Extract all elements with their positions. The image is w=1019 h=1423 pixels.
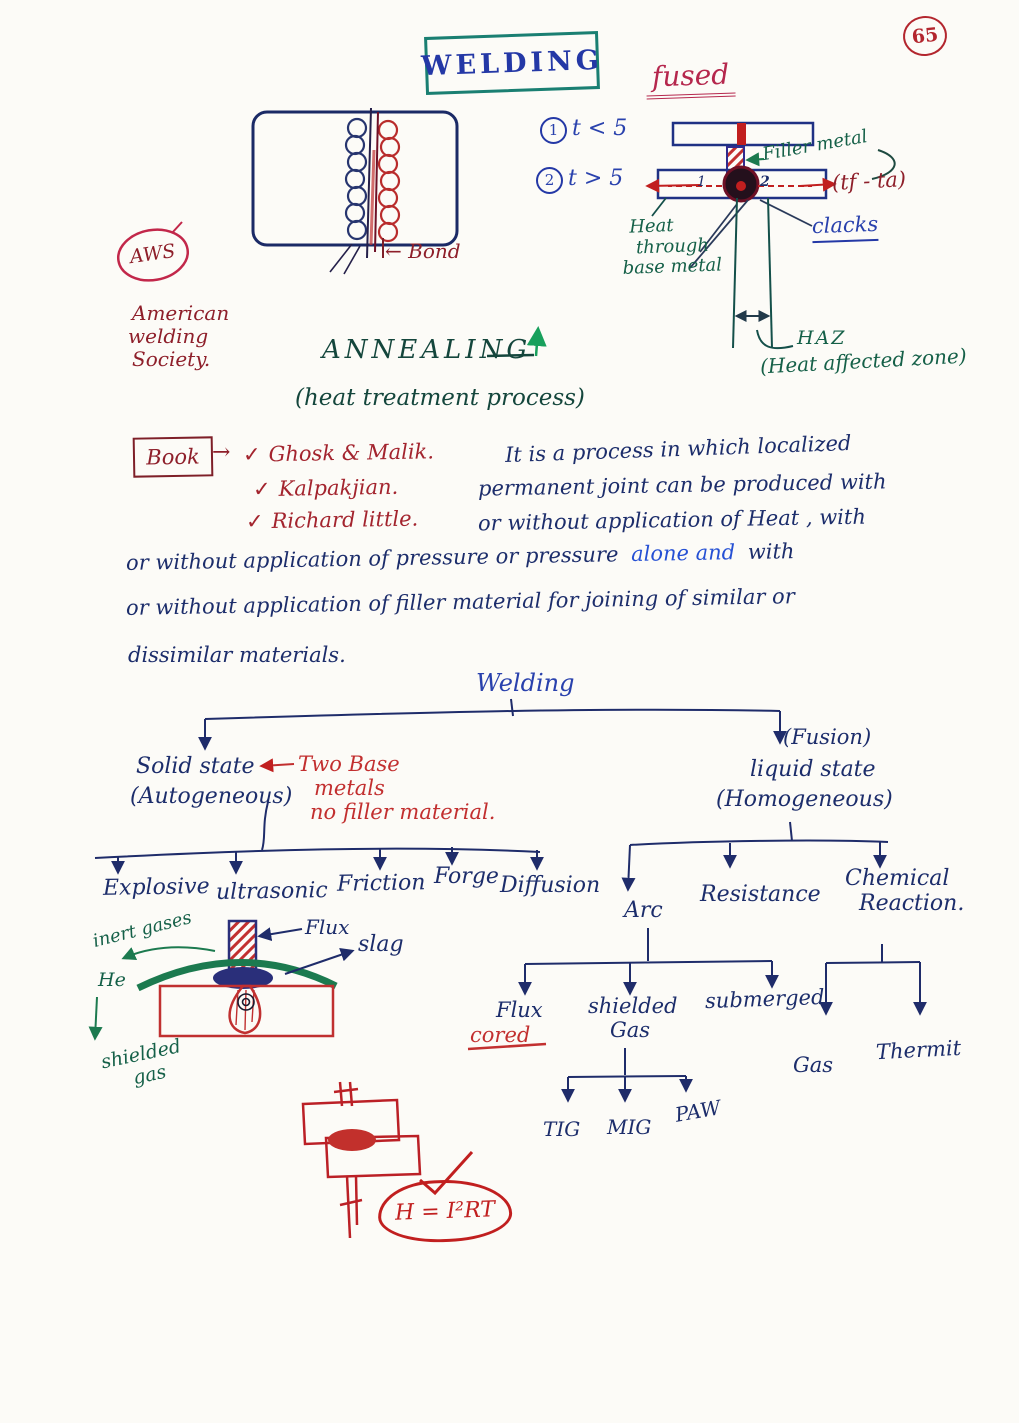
check-icon: ✓ bbox=[252, 476, 271, 502]
two-base-metals-note: Two Base metals no filler material. bbox=[298, 752, 496, 825]
tree-leaf-flux: Flux bbox=[496, 998, 543, 1022]
definition-line-6: dissimilar materials. bbox=[128, 643, 346, 667]
fused-heading: fused bbox=[645, 58, 736, 100]
tree-leaf-explosive: Explosive bbox=[102, 874, 210, 901]
bar-mark-2: 2 bbox=[760, 174, 770, 190]
book-item-3: ✓Richard little. bbox=[245, 506, 419, 534]
bond-diagram bbox=[251, 107, 459, 275]
book-item-2: ✓Kalpakjian. bbox=[252, 474, 399, 502]
fusion-label: (Fusion) bbox=[783, 725, 872, 749]
tree-node-arc: Arc bbox=[624, 898, 663, 923]
book-arrow: → bbox=[212, 440, 231, 465]
tree-node-resistance: Resistance bbox=[700, 882, 821, 907]
tree-leaf-mig: MIG bbox=[607, 1115, 652, 1139]
tree-root-label: Welding bbox=[476, 669, 575, 697]
tree-leaf-cored: cored bbox=[470, 1023, 531, 1047]
arc-welding-diagram bbox=[88, 919, 355, 1041]
fusion-diagram bbox=[645, 121, 896, 350]
bar-mark-1: 1 bbox=[697, 174, 706, 190]
aws-full: American welding Society. bbox=[128, 301, 230, 371]
circled-2: 2 bbox=[536, 167, 563, 195]
annealing-subtitle: (heat treatment process) bbox=[295, 385, 585, 411]
cracks-label: clacks bbox=[811, 211, 879, 244]
page-title-box: WELDING bbox=[421, 30, 603, 96]
bond-label: ← Bond bbox=[385, 239, 461, 263]
inserted-words: alone and bbox=[630, 540, 736, 567]
check-icon: ✓ bbox=[242, 442, 261, 467]
tree-leaf-friction: Friction bbox=[336, 870, 426, 897]
homogeneous-label: (Homogeneous) bbox=[716, 787, 893, 812]
flux-label: Flux bbox=[305, 915, 350, 939]
haz-label: HAZ bbox=[797, 327, 847, 349]
liquid-state-label: liquid state bbox=[750, 757, 876, 782]
tree-leaf-diffusion: Diffusion bbox=[500, 873, 601, 898]
tf-ta-label: (tf - ta) bbox=[831, 167, 907, 195]
book-item-1: ✓Ghosk & Malik. bbox=[242, 439, 435, 467]
helium-label: He bbox=[98, 969, 126, 991]
solid-state-label: Solid state bbox=[136, 754, 255, 779]
tree-leaf-gas: Gas bbox=[793, 1053, 834, 1077]
aws-circle bbox=[117, 221, 189, 282]
slag-label: slag bbox=[358, 932, 404, 957]
tree-leaf-thermit: Thermit bbox=[875, 1035, 962, 1065]
tree-leaf-tig: TIG bbox=[543, 1117, 581, 1141]
circled-1: 1 bbox=[540, 117, 567, 145]
page-title: WELDING bbox=[420, 44, 604, 82]
check-icon: ✓ bbox=[245, 509, 264, 534]
autogeneous-label: (Autogeneous) bbox=[130, 784, 293, 809]
tree-leaf-submerged: submerged bbox=[704, 984, 825, 1014]
heat-through-label: Heat through base metal bbox=[622, 215, 723, 280]
tree-leaf-ultrasonic: ultrasonic bbox=[215, 878, 328, 905]
annealing-title: ANNEALING bbox=[322, 335, 532, 365]
book-box: Book bbox=[132, 436, 214, 478]
annealing-arrow bbox=[486, 326, 547, 358]
tree-connectors bbox=[94, 698, 927, 1103]
tree-node-chemical: Chemical Reaction. bbox=[845, 866, 965, 917]
tree-leaf-forge: Forge bbox=[434, 864, 499, 889]
tree-leaf-shielded-gas: shielded Gas bbox=[588, 994, 678, 1043]
resistance-welding-diagram bbox=[301, 1081, 474, 1239]
